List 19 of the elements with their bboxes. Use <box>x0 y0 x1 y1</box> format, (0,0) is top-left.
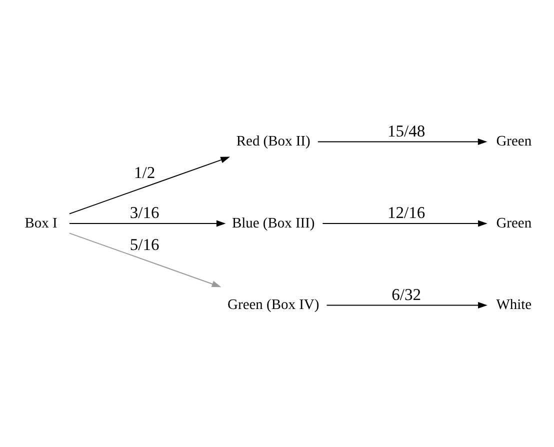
node-text: Red (Box II) <box>236 134 310 150</box>
edge-label: 3/16 <box>129 203 159 222</box>
edge-label: 6/32 <box>391 284 421 304</box>
node-text: Green (Box IV) <box>227 297 319 314</box>
node-text: Green <box>496 134 532 150</box>
arrow <box>68 232 221 288</box>
node-text: Green <box>496 215 532 232</box>
arrow <box>326 302 487 308</box>
edge-label: 5/16 <box>129 235 159 254</box>
arrow <box>322 220 487 227</box>
edge-label: 1/2 <box>133 162 155 182</box>
node-text: Blue (Box III) <box>231 215 314 232</box>
edge-label: 15/48 <box>386 121 425 140</box>
arrow <box>317 138 487 146</box>
node-text: White <box>496 297 532 314</box>
arrow <box>68 156 230 214</box>
arrow <box>68 220 226 227</box>
edge-label: 12/16 <box>386 203 425 222</box>
node-text: Box I <box>24 215 57 232</box>
